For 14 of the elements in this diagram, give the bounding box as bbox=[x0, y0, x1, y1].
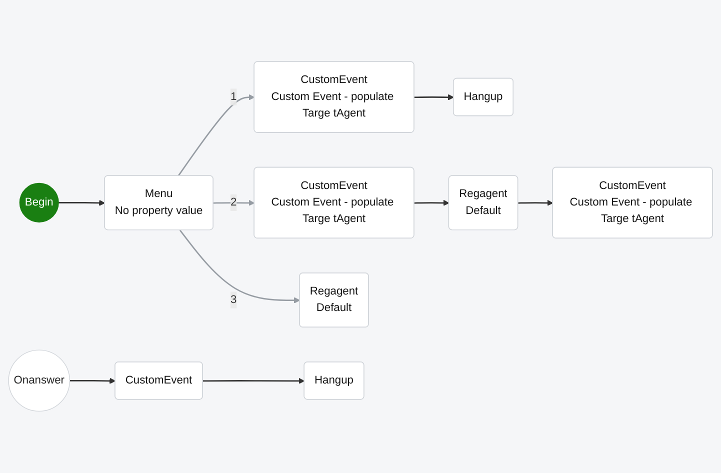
arrow bbox=[58, 200, 106, 206]
arrow bbox=[179, 230, 300, 304]
edge-label: 2 bbox=[230, 196, 237, 208]
arrow bbox=[70, 378, 116, 384]
arrow bbox=[414, 200, 450, 206]
edge-label: 3 bbox=[230, 294, 237, 306]
arrow bbox=[213, 200, 255, 206]
arrow bbox=[178, 94, 255, 176]
node-circle: Onanswer bbox=[8, 350, 70, 412]
arrow bbox=[202, 378, 305, 384]
node-circle: Begin bbox=[19, 183, 59, 223]
edge-label: 1 bbox=[230, 90, 237, 103]
arrow bbox=[414, 94, 454, 100]
arrow bbox=[518, 200, 554, 206]
